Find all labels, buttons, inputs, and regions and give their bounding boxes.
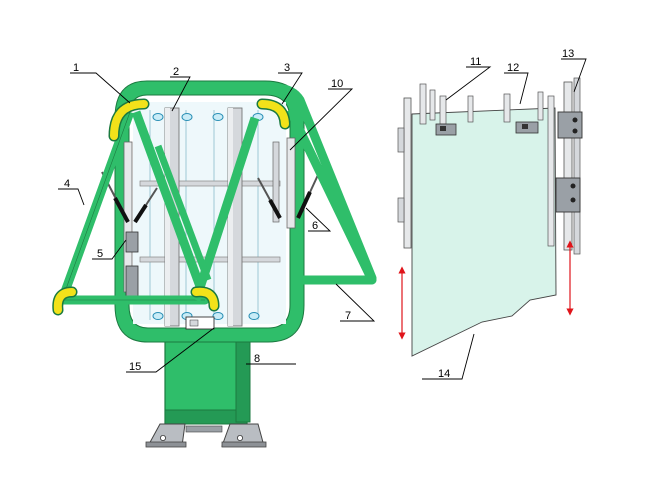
stand-shadow [164,409,248,425]
callout-3: 3 [284,62,290,74]
base-stand [145,327,267,448]
inner-glass [133,102,286,324]
block-upper [557,111,583,139]
stand-side-panel [235,331,251,423]
callout-12: 12 [507,62,519,74]
stand-column [164,327,248,424]
callout-2: 2 [173,66,179,78]
left-bar-inner [419,83,427,125]
callout-11: 11 [470,56,481,68]
foot-bar-right [221,441,267,448]
callout-14: 14 [438,368,450,380]
callout-10: 10 [331,78,343,90]
rail-upper [139,180,281,187]
callout-1: 1 [73,62,79,74]
callout-15: 15 [129,361,141,373]
callout-7: 7 [345,310,351,322]
side-panel-right [286,137,296,229]
glass-sheet [411,107,557,357]
left-bar-outer [403,97,412,249]
control-box-lower [125,265,139,297]
left-assembly: 1 2 3 10 4 5 6 7 8 15 [52,62,377,448]
callout-13: 13 [562,48,574,60]
control-box-upper [125,231,139,253]
callout-5: 5 [97,248,103,260]
detail-view: 11 12 13 14 [397,48,587,380]
callout-4: 4 [64,178,70,190]
callout-8: 8 [254,353,260,365]
callout-6: 6 [312,220,318,232]
block-lower [555,177,581,213]
foot-bar-left [145,441,187,448]
right-bar-outer [563,81,573,251]
